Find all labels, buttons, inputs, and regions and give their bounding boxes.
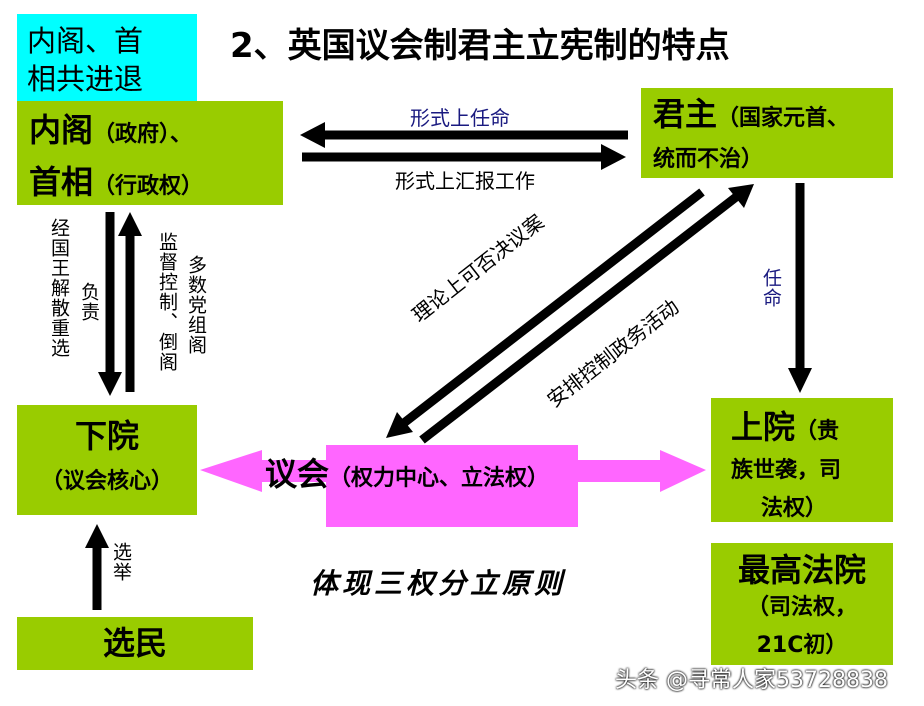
arrowhead	[788, 368, 812, 393]
monarch-box: 君主（国家元首、 统而不治）	[641, 88, 893, 178]
arrowhead	[300, 122, 325, 148]
lords-box: 上院（贵 族世袭，司 法权）	[711, 398, 893, 522]
arrowhead	[386, 412, 413, 438]
label-elect: 选举	[109, 542, 132, 582]
page-title: 2、英国议会制君主立宪制的特点	[230, 26, 730, 66]
arrowhead	[118, 212, 142, 236]
label-appoint: 任命	[759, 268, 782, 308]
arrow-parliament-to-monarch	[419, 190, 743, 444]
note-box: 内阁、首 相共进退	[17, 14, 197, 103]
commons-box: 下院 （议会核心）	[17, 405, 197, 515]
supreme-court-box: 最高法院 （司法权， 21C初）	[711, 543, 893, 665]
arrow-monarch-to-parliament	[397, 188, 705, 430]
label-principle: 体现三权分立原则	[310, 567, 567, 600]
arrowhead	[728, 184, 754, 208]
label-appoint-formal: 形式上任命	[410, 106, 510, 130]
label-responsible: 负责	[77, 282, 100, 322]
label-dissolve: 经国王解散重选	[47, 218, 70, 358]
arrowhead	[601, 144, 626, 170]
parliament-label: 议会（权力中心、立法权）	[265, 455, 550, 493]
cabinet-box: 内阁（政府）、 首相（行政权）	[17, 101, 283, 205]
arrowhead	[98, 372, 122, 396]
label-majority: 多数党组阁	[184, 255, 207, 355]
label-report-formal: 形式上汇报工作	[395, 169, 535, 193]
watermark: 头条 @寻常人家53728838	[615, 668, 888, 693]
parliament-box	[326, 445, 578, 527]
voters-box: 选民	[17, 617, 253, 670]
arrowhead	[85, 524, 109, 548]
label-supervise: 监督控制、倒阁	[155, 232, 178, 372]
